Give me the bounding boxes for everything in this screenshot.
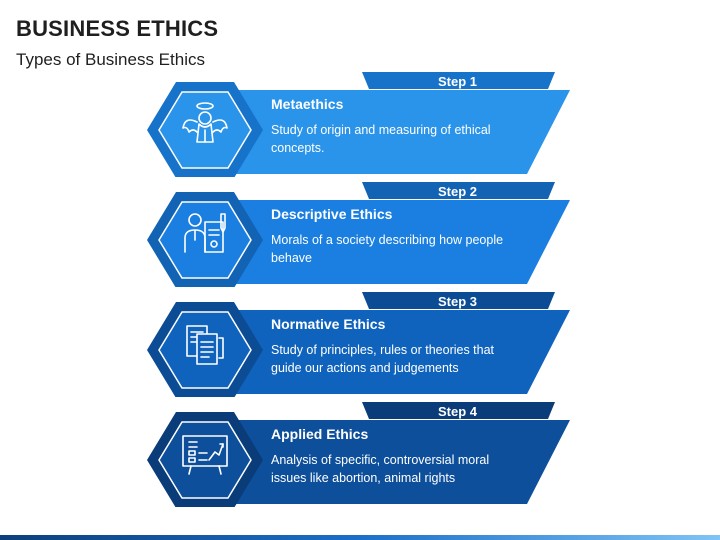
step-3-heading: Normative Ethics: [271, 316, 386, 332]
person-document-icon: [184, 213, 226, 253]
step-3-banner: [235, 310, 570, 394]
step-2: Step 2 Descriptive Ethics Morals of a so…: [0, 182, 720, 287]
step-3-description: Study of principles, rules or theories t…: [271, 343, 495, 375]
step-1-tab: [362, 72, 555, 89]
step-3-tab: [362, 292, 555, 309]
presentation-board-icon: [182, 435, 228, 475]
step-4-banner: [235, 420, 570, 504]
page-subtitle: Types of Business Ethics: [16, 50, 205, 69]
step-1: Step 1 Metaethics Study of origin and me…: [0, 72, 720, 177]
step-2-banner: [235, 200, 570, 284]
step-4-label: Step 4: [437, 404, 477, 419]
footer-bar: [0, 535, 720, 540]
step-1-description: Study of origin and measuring of ethical…: [271, 123, 491, 155]
step-2-tab: [362, 182, 555, 199]
rules-documents-icon: [186, 325, 224, 365]
page-title: BUSINESS ETHICS: [16, 16, 219, 41]
step-4: Step 4 Applied Ethics Analysis of specif…: [0, 402, 720, 507]
step-3: Step 3 Normative Ethics Study of princip…: [0, 292, 720, 397]
step-3-label: Step 3: [437, 294, 477, 309]
step-2-label: Step 2: [437, 184, 477, 199]
step-4-tab: [362, 402, 555, 419]
step-1-label: Step 1: [437, 74, 477, 89]
angel-devil-icon: [182, 102, 228, 143]
step-1-banner: [235, 90, 570, 174]
step-4-description: Analysis of specific, controversial mora…: [271, 453, 490, 485]
step-2-heading: Descriptive Ethics: [271, 206, 393, 222]
step-1-heading: Metaethics: [271, 96, 344, 112]
step-4-heading: Applied Ethics: [271, 426, 369, 442]
step-2-description: Morals of a society describing how peopl…: [271, 233, 504, 265]
